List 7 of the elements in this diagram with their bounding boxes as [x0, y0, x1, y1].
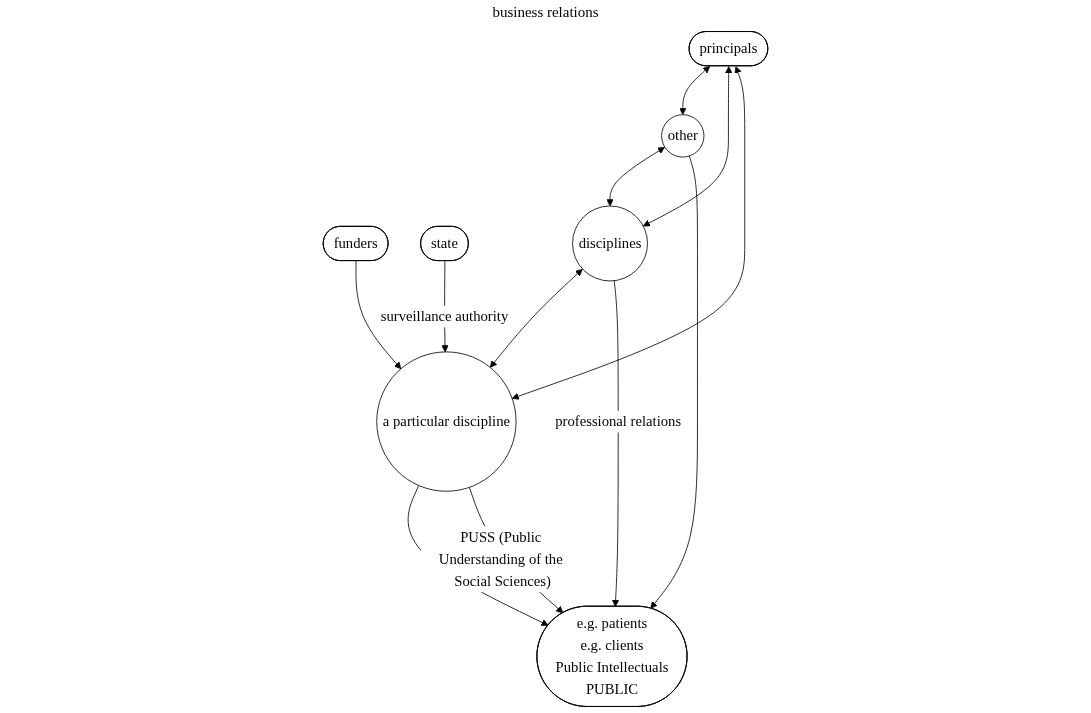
edge-label: professional relations — [555, 413, 682, 430]
edge-label: PUSS (Public Understanding of the Social Sciences) — [438, 528, 563, 590]
node-circle: disciplines — [572, 205, 648, 282]
node-circle: other — [661, 114, 705, 158]
note-text: business relations — [492, 4, 599, 20]
edge-label: surveillance authority — [380, 307, 509, 325]
node-circle: a particular discipline — [376, 351, 517, 492]
